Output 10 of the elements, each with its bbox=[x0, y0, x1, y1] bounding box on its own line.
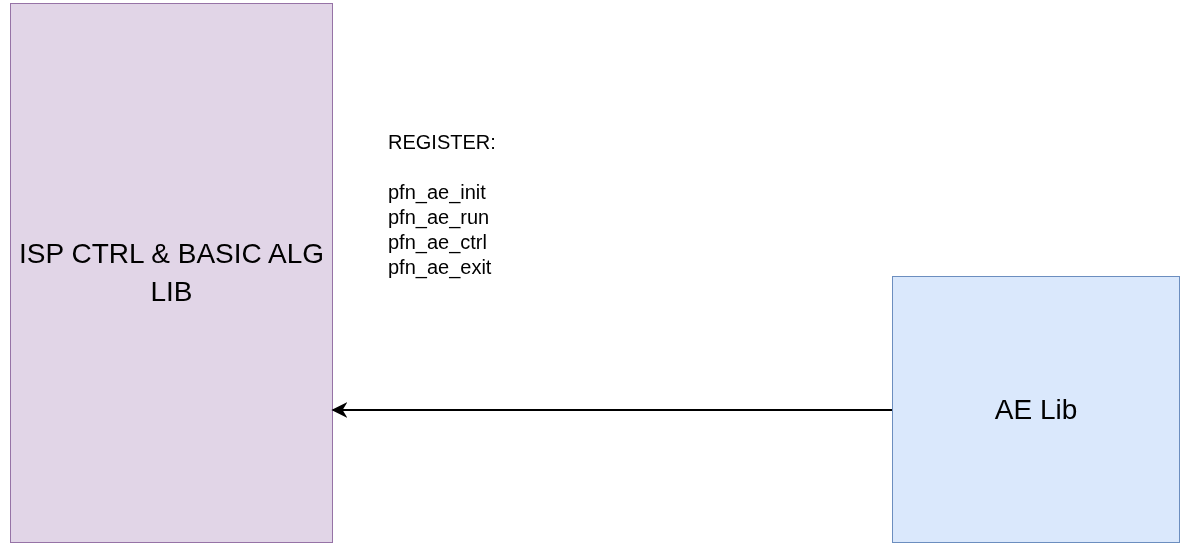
note-text: pfn_ae_ctrl bbox=[388, 230, 488, 255]
arrow bbox=[331, 402, 893, 418]
process-box bbox=[892, 276, 1180, 543]
note-text: pfn_ae_init bbox=[388, 180, 487, 205]
note-text: pfn_ae_run bbox=[388, 205, 491, 230]
note-text: pfn_ae_exit bbox=[388, 255, 493, 280]
box-label: AE Lib bbox=[994, 392, 1078, 427]
box-label: ISP CTRL & BASIC ALG LIB bbox=[19, 237, 324, 309]
process-box bbox=[10, 3, 333, 543]
note-text: REGISTER: bbox=[388, 130, 496, 155]
